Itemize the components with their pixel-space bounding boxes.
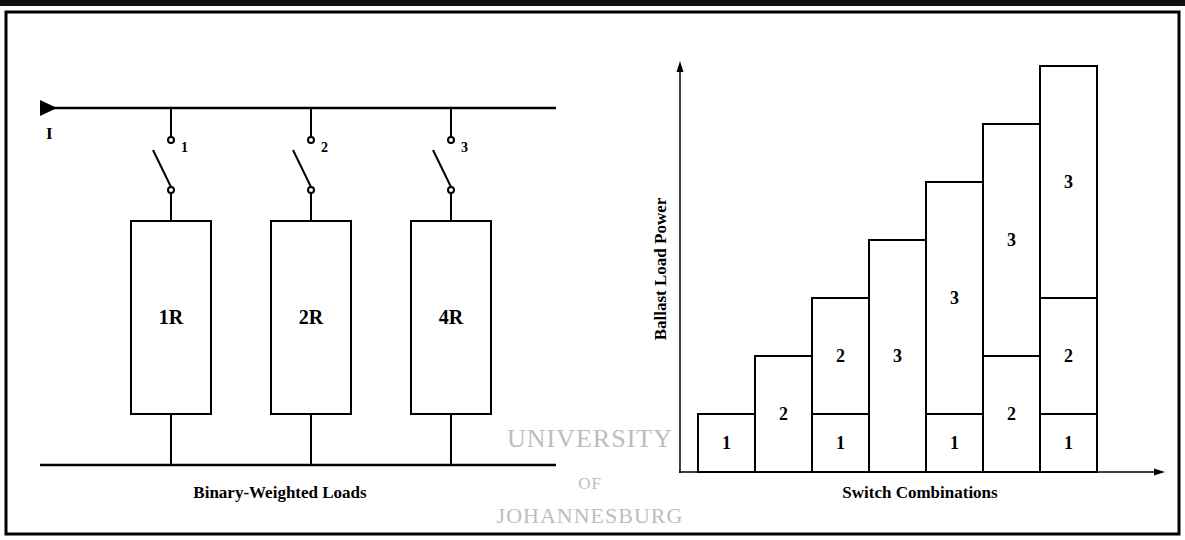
watermark: OF: [560, 474, 620, 494]
segment-number: 1: [722, 433, 731, 454]
bar-segment: 3: [869, 240, 926, 472]
switch-number: 2: [321, 140, 328, 156]
resistor-label: 2R: [299, 306, 323, 329]
resistor-label: 4R: [439, 306, 463, 329]
watermark: JOHANNESBURG: [480, 503, 700, 529]
axis-title: Ballast Load Power: [651, 154, 671, 384]
bar-outlines: [698, 66, 1097, 472]
segment-number: 1: [836, 433, 845, 454]
segment-number: 3: [950, 288, 959, 309]
frame: [6, 12, 1179, 534]
resistor-box: 2R: [270, 220, 352, 415]
bar-segment: 2: [1040, 298, 1097, 414]
bar-segment: 1: [812, 414, 869, 472]
resistor-box: 1R: [130, 220, 212, 415]
segment-number: 1: [950, 433, 959, 454]
y-axis: [679, 68, 681, 473]
bar-segment: 2: [755, 356, 812, 472]
bar-segment: 3: [926, 182, 983, 414]
y-axis-arrow: [677, 61, 684, 72]
current-arrow: [40, 100, 57, 116]
resistor-label: 1R: [159, 306, 183, 329]
segment-number: 2: [1007, 404, 1016, 425]
resistor-box: 4R: [410, 220, 492, 415]
switch-number: 1: [181, 140, 188, 156]
top-bus: [40, 107, 556, 110]
caption: Binary-Weighted Loads: [130, 483, 430, 503]
bar-segment: 1: [698, 414, 755, 472]
bottom-bus: [40, 464, 556, 467]
bar-segment: 1: [926, 414, 983, 472]
watermark: UNIVERSITY: [490, 424, 690, 454]
bar-segment: 2: [983, 356, 1040, 472]
x-axis-arrow: [1154, 469, 1165, 476]
bar-segment: 3: [1040, 66, 1097, 298]
segment-number: 3: [1064, 172, 1073, 193]
switch-number: 3: [461, 140, 468, 156]
segment-number: 2: [1064, 346, 1073, 367]
segment-number: 3: [1007, 230, 1016, 251]
segment-number: 2: [836, 346, 845, 367]
segment-number: 3: [893, 346, 902, 367]
axis-title: Switch Combinations: [800, 483, 1040, 503]
top-band: [0, 0, 1185, 6]
segment-number: 2: [779, 404, 788, 425]
current-label: I: [46, 124, 53, 144]
bar-segment: 3: [983, 124, 1040, 356]
bar-segment: 2: [812, 298, 869, 414]
bar-segment: 1: [1040, 414, 1097, 472]
segment-number: 1: [1064, 433, 1073, 454]
